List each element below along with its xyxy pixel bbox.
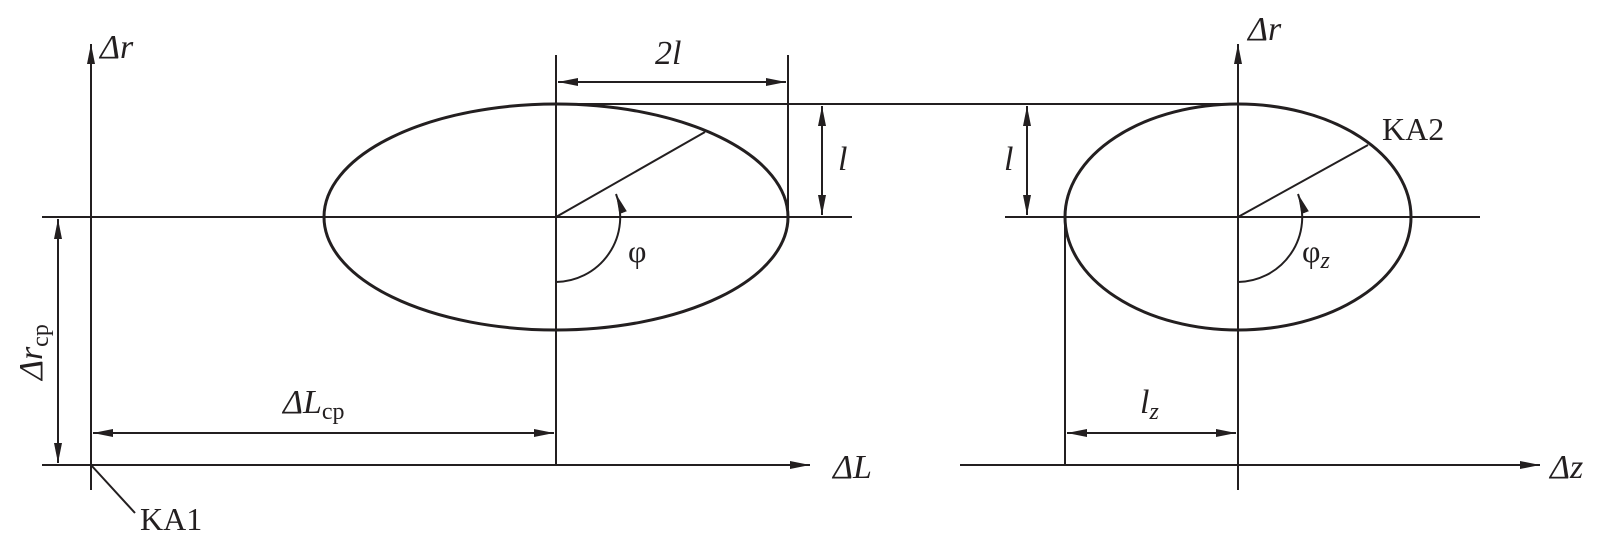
delta-r-cp-label: Δrcp [13, 324, 54, 382]
delta-z-label: Δz [1548, 449, 1583, 486]
phi-arc [555, 193, 627, 283]
l-label-left: l [838, 141, 847, 178]
l-label-right: l [1004, 141, 1013, 178]
l-z-label: lz [1140, 384, 1159, 425]
ka1-leader [90, 464, 136, 514]
delta-r-label-left: Δr [98, 29, 134, 66]
delta-L-label: ΔL [831, 449, 872, 486]
right-diagram: Δr Δz l KA2 φz lz [960, 11, 1583, 490]
two-l-label: 2l [655, 35, 681, 72]
ka2-label: KA2 [1382, 111, 1444, 147]
phi-z-label: φz [1302, 233, 1330, 274]
ka1-label: KA1 [140, 501, 202, 537]
delta-L-cp-label: ΔLcp [281, 384, 345, 425]
radius-line-right [1237, 144, 1369, 218]
delta-r-label-right: Δr [1246, 11, 1282, 48]
phi-z-arc [1237, 193, 1309, 283]
radius-line-left [555, 131, 706, 218]
left-diagram: Δr ΔL 2l l φ Δrcp ΔLcp KA1 [13, 29, 1240, 537]
phi-label: φ [628, 233, 646, 269]
